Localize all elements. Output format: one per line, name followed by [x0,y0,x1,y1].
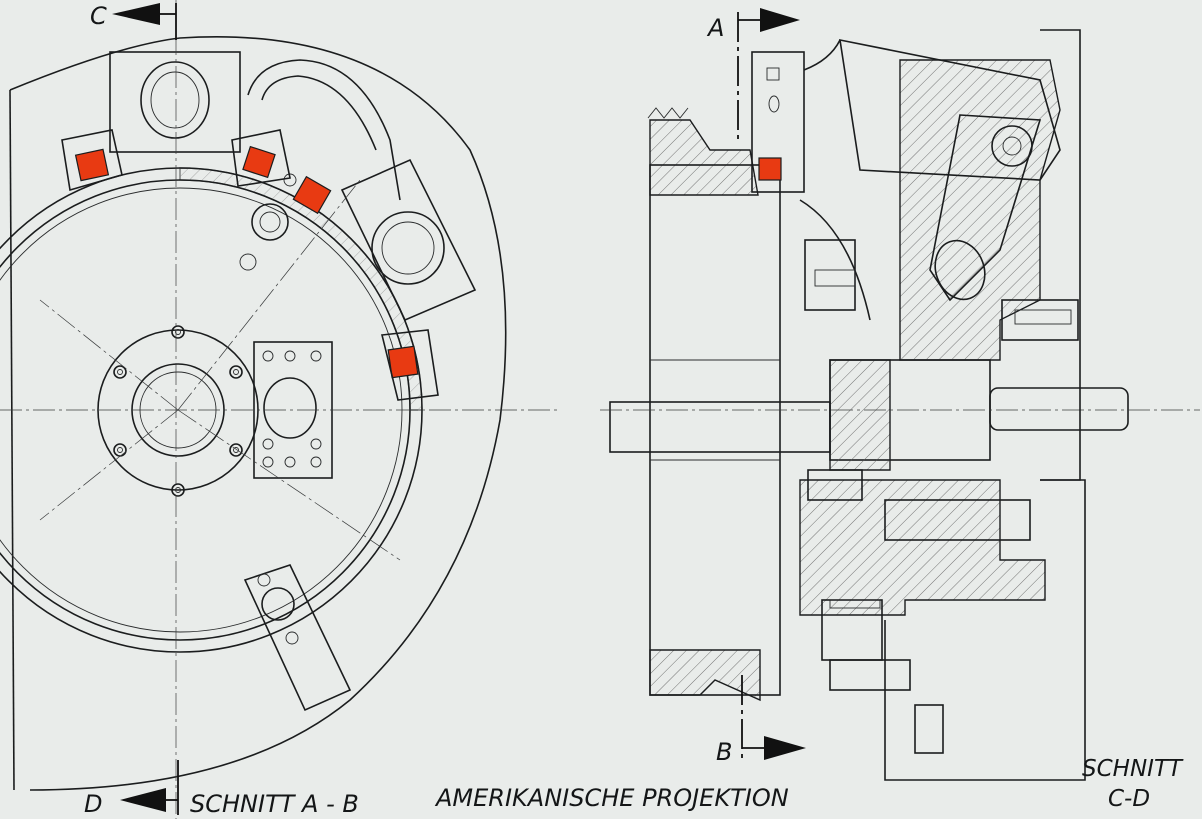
diagonal-centerline-d [39,409,179,521]
surface-mark [647,107,689,119]
side-clamp-block [239,158,477,322]
left-view-caption: SCHNITT A - B [190,790,359,818]
cylinder-wall-bottom [649,649,761,702]
spindle-hatch [829,359,891,471]
right-section-view [600,29,1200,781]
red-jaws [74,145,419,379]
outer-housing-contour [9,35,507,791]
lever-arm [839,38,1061,302]
bottom-pivot [243,564,352,712]
diagonal-centerline-b [177,179,361,411]
left-section-view [0,0,560,819]
housing-left-edge [9,89,15,791]
rear-housing [899,59,1061,361]
spindle-shaft [989,387,1129,431]
spindle-left [609,401,831,453]
right-view-caption-line1: SCHNITT [1082,756,1184,782]
rear-housing-bottom [799,479,1046,616]
section-arrow-a [737,8,800,140]
section-arrow-d [120,760,179,815]
right-view-caption-line2: C-D [1108,786,1150,812]
projection-caption: AMERIKANISCHE PROJEKTION [434,784,789,812]
screws [804,239,1079,754]
hub-bolt-holes [113,325,243,497]
section-arrow-c [112,3,177,40]
section-arrow-b [741,675,806,760]
marker-a: A [706,14,724,42]
marker-d: D [84,790,102,818]
marker-c: C [90,2,107,30]
cylinder-wall-top [649,119,759,196]
upper-jaw-assembly [751,39,871,321]
jaw-holders [61,129,439,401]
diagonal-centerline-a [39,299,179,411]
cylinder-body [649,164,781,696]
marker-b: B [716,738,732,766]
diagonal-centerline-c [177,409,401,561]
base-plate [884,479,1086,781]
top-housing-block [109,51,401,201]
red-jaw-right [758,157,782,181]
